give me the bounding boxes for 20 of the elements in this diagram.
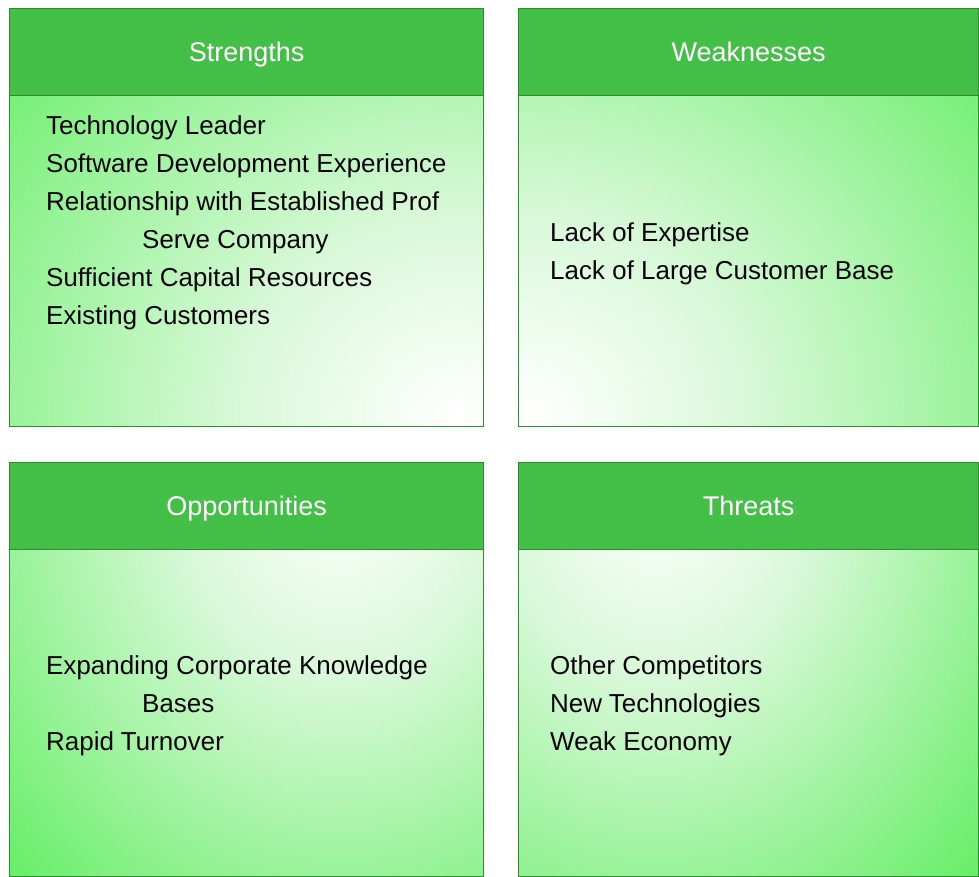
list-item: Other Competitors	[550, 649, 764, 682]
quadrant-heading: Weaknesses	[519, 9, 978, 96]
quadrant-heading: Strengths	[10, 9, 483, 96]
quadrant-panel	[518, 8, 979, 427]
list-item: New Technologies	[550, 687, 762, 720]
list-item: Weak Economy	[550, 725, 733, 758]
list-item: Relationship with Established Prof Serve Company	[46, 185, 440, 256]
list-item: Technology Leader	[46, 109, 267, 142]
list-item: Expanding Corporate Knowledge Bases	[46, 649, 429, 720]
list-item: Existing Customers	[46, 299, 271, 332]
quadrant-panel	[9, 8, 484, 427]
quadrant-panel	[518, 462, 979, 877]
list-item: Software Development Experience	[46, 147, 448, 180]
list-item: Rapid Turnover	[46, 725, 225, 758]
list-item: Lack of Large Customer Base	[550, 254, 895, 287]
quadrant-heading: Threats	[519, 463, 978, 550]
list-item: Sufficient Capital Resources	[46, 261, 374, 294]
quadrant-heading: Opportunities	[10, 463, 483, 550]
quadrant-panel	[9, 462, 484, 877]
list-item: Lack of Expertise	[550, 216, 750, 249]
